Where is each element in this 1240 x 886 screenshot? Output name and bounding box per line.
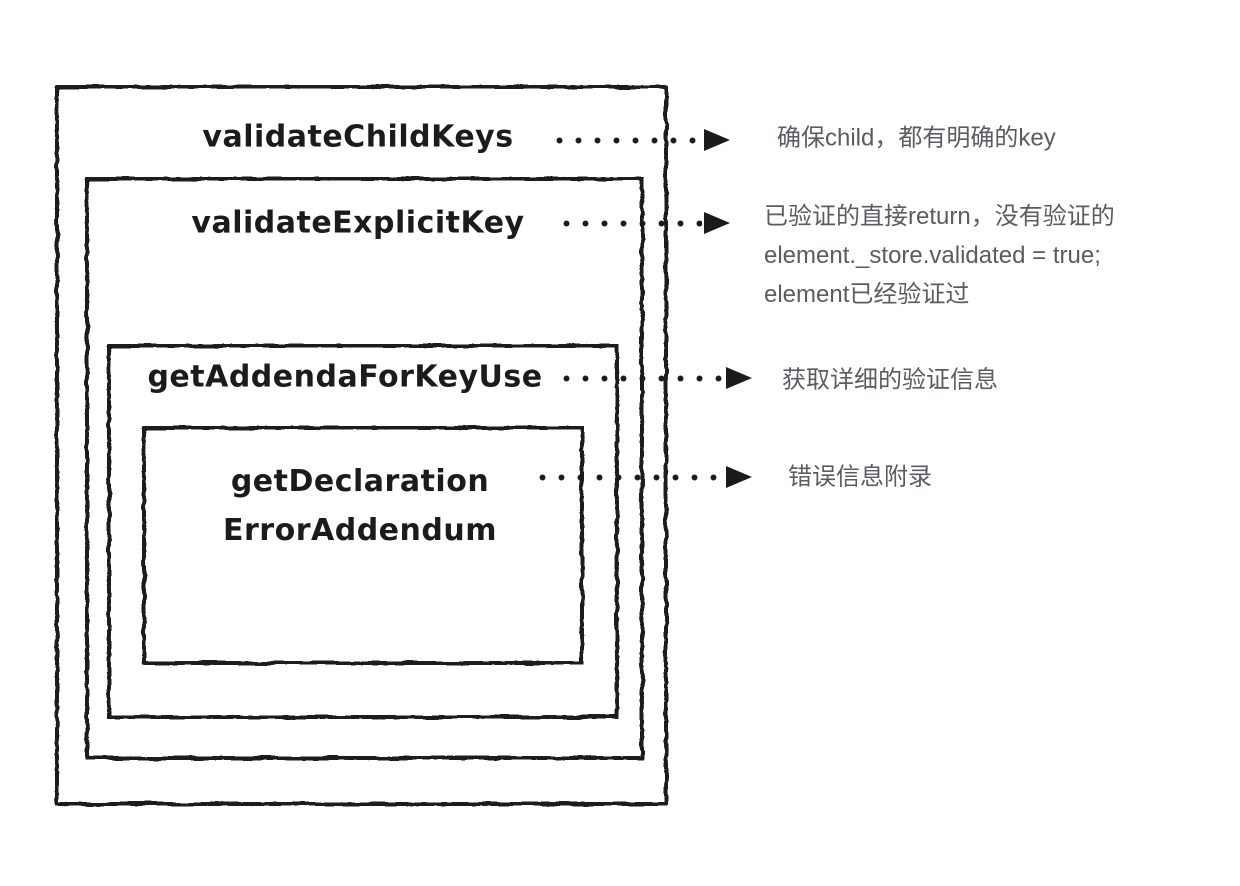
- annotation-line: element._store.validated = true;: [764, 242, 1101, 269]
- annotation-validateChildKeys: 确保child，都有明确的key: [777, 124, 1056, 152]
- box-getAddendaForKeyUse: [107, 344, 619, 719]
- annotation-line: element已经验证过: [764, 281, 970, 308]
- dotted-line-validateChildKeys: [550, 137, 702, 144]
- dotted-line-getDeclarationErrorAddendum: [533, 474, 722, 481]
- function-label-getAddendaForKeyUse: getAddendaForKeyUse: [147, 359, 543, 395]
- arrowhead-icon: [726, 466, 752, 488]
- dotted-line-getAddendaForKeyUse: [557, 375, 724, 382]
- function-label-line2: ErrorAddendum: [223, 513, 497, 548]
- annotation-getAddendaForKeyUse: 获取详细的验证信息: [782, 366, 998, 394]
- box-validateChildKeys: [55, 85, 668, 806]
- arrowhead-icon: [704, 212, 730, 234]
- annotation-line: 已验证的直接return，没有验证的: [764, 203, 1115, 230]
- function-label-line1: getDeclaration: [230, 464, 490, 499]
- arrowhead-icon: [726, 367, 752, 389]
- annotation-validateExplicitKey: 已验证的直接return，没有验证的 element._store.valida…: [764, 197, 1115, 314]
- function-label-getDeclarationErrorAddendum: getDeclaration ErrorAddendum: [223, 457, 497, 555]
- box-getDeclarationErrorAddendum: [142, 426, 584, 665]
- arrowhead-icon: [704, 129, 730, 151]
- function-label-validateChildKeys: validateChildKeys: [202, 119, 514, 155]
- dotted-line-validateExplicitKey: [557, 220, 702, 227]
- box-validateExplicitKey: [85, 177, 644, 760]
- function-label-validateExplicitKey: validateExplicitKey: [191, 205, 525, 241]
- annotation-getDeclarationErrorAddendum: 错误信息附录: [788, 463, 932, 491]
